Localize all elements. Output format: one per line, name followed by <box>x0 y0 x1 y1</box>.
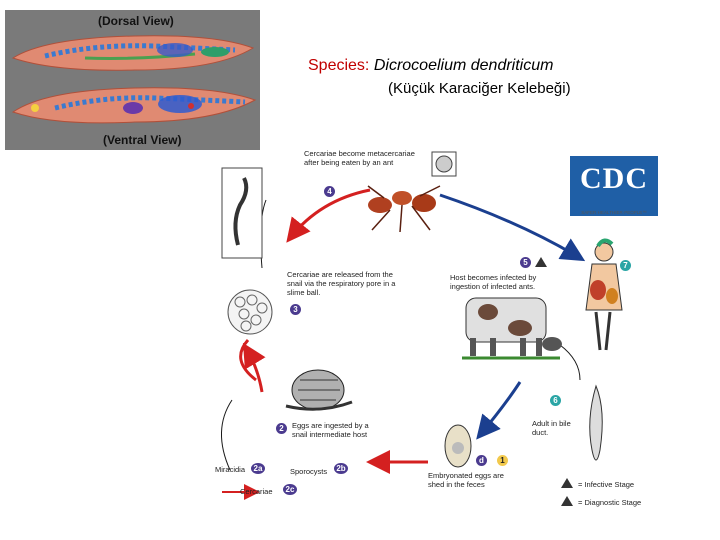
arrow-ant-to-host <box>439 193 586 262</box>
miracidia-badge: 2a <box>251 463 265 474</box>
snail-drawing <box>285 369 353 411</box>
species-title: Species: Dicrocoelium dendriticum <box>308 57 553 75</box>
slime-ball <box>227 289 273 335</box>
step5-infective-marker <box>535 257 547 267</box>
adult-fluke-drawing <box>589 384 603 461</box>
sporocysts-label: Sporocysts <box>290 467 328 476</box>
cdc-tagline: SAFER·HEALTHIER·PEOPLE™ <box>581 210 647 215</box>
arrow-ant-to-metacercariae <box>286 188 371 243</box>
ventral-view-label: (Ventral View) <box>103 133 182 147</box>
diagnostic-stage-label: = Diagnostic Stage <box>578 498 642 507</box>
cow-drawing <box>462 297 562 360</box>
step4-badge: 4 <box>324 186 335 197</box>
infective-stage-icon <box>561 478 573 488</box>
diagnostic-stage-icon <box>561 496 573 506</box>
step1-diagnostic-badge: d <box>476 455 487 466</box>
step5-badge: 5 <box>520 257 531 268</box>
cdc-logo <box>570 156 658 216</box>
step7-badge: 7 <box>620 260 631 271</box>
cercariae-label: Cercariae <box>240 487 273 496</box>
thin-arrow <box>221 399 233 471</box>
ant-drawing <box>367 185 441 233</box>
specimen-image: (Dorsal View) (Ventral View) <box>5 10 260 150</box>
step5-caption: Host becomes infected by ingestion of in… <box>450 273 537 291</box>
arrow-cow-to-eggs <box>476 381 522 440</box>
species-label: Species: <box>308 57 370 74</box>
cercariae-badge: 2c <box>283 484 297 495</box>
step6-badge: 6 <box>550 395 561 406</box>
infective-stage-label: = Infective Stage <box>578 480 635 489</box>
miracidia-label: Miracidia <box>215 465 246 474</box>
step1-badge: 1 <box>497 455 508 466</box>
step6-caption: Adult in bile duct. <box>532 419 571 437</box>
species-scientific-name: Dicrocoelium dendriticum <box>373 57 554 74</box>
metacercaria-box <box>221 167 263 259</box>
step4-caption: Cercariae become metacercariae after bei… <box>304 149 415 167</box>
cdc-logo-text: CDC <box>580 162 648 195</box>
fluke-drawings <box>11 35 257 124</box>
step2-badge: 2 <box>276 423 287 434</box>
arrow-snail-up <box>242 342 266 393</box>
step3-badge: 3 <box>290 304 301 315</box>
step2-caption: Eggs are ingested by a snail intermediat… <box>292 421 369 439</box>
dorsal-view-label: (Dorsal View) <box>98 14 174 28</box>
step1-caption: Embryonated eggs are shed in the feces <box>428 471 504 489</box>
sporocysts-badge: 2b <box>334 463 348 474</box>
human-figure <box>585 238 623 351</box>
step3-caption: Cercariae are released from the snail vi… <box>287 270 396 297</box>
species-common-name: (Küçük Karaciğer Kelebeği) <box>388 80 571 97</box>
